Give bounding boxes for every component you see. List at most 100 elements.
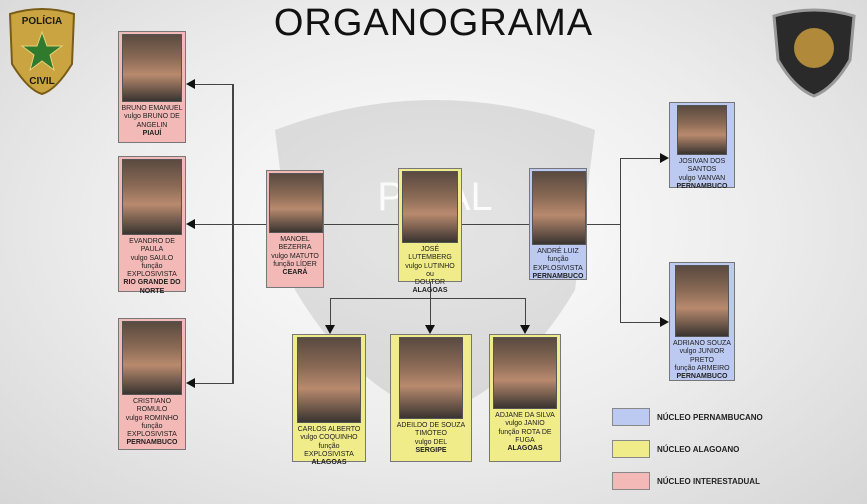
member-info: TIMÓTEO [415,430,447,438]
member-state: PERNAMBUCO [676,373,728,381]
legend-swatch-alagoano [612,440,650,458]
member-state: SERGIPE [415,446,447,454]
member-info: função EXPLOSIVISTA [304,442,354,458]
legend-label-interestadual: NÚCLEO INTERESTADUAL [657,477,760,486]
connector-line [195,383,233,384]
arrow-icon [425,325,435,334]
member-info: vulgo LUTINHO ou [405,262,455,278]
member-info: ANGELIN [136,121,168,129]
connector-line [620,158,660,159]
connector-line [620,158,621,323]
member-card-evandro[interactable]: EVANDRO DE PAULA vulgo SAULO função EXPL… [118,156,186,295]
member-name: JOSIVAN DOS [678,158,726,165]
member-card-adriano[interactable]: ADRIANO SOUZA vulgo JUNIOR PRETO função … [669,262,735,381]
member-state: PERNAMBUCO [532,272,584,280]
member-info: vulgo SAULO [130,254,174,262]
member-card-carlos[interactable]: CARLOS ALBERTO vulgo COQUINHO função EXP… [292,334,366,466]
member-name: ANDRÉ LUIZ [537,248,579,255]
connector-line [525,298,526,326]
mugshot-photo [675,265,729,337]
member-name: EVANDRO DE [129,238,175,245]
member-info: BEZERRA [278,244,312,252]
arrow-icon [186,219,195,229]
member-info: SANTOS [687,166,717,174]
member-state: ALAGOAS [311,459,347,467]
member-info: EXPLOSIVISTA [533,264,583,272]
member-info: função [547,256,569,264]
svg-text:CIVIL: CIVIL [29,76,55,87]
member-info: PRETO [690,356,714,364]
member-state: PERNAMBUCO [676,182,728,190]
member-info: vulgo DEL [414,438,448,446]
member-card-manoel[interactable]: MANOEL BEZERRA vulgo MATUTO função LÍDER… [266,170,324,288]
policia-civil-badge-icon: POLÍCIA CIVIL [8,8,76,96]
arrow-icon [186,378,195,388]
member-info: vulgo ROMINHO [125,414,179,422]
member-state: CEARÁ [282,269,308,277]
member-name: BRUNO EMANUEL [121,105,183,112]
member-state: PERNAMBUCO [126,439,178,447]
mugshot-photo [122,159,182,235]
member-card-josivan[interactable]: JOSIVAN DOS SANTOS vulgo VANVAN PERNAMBU… [669,102,735,190]
legend-label-alagoano: NÚCLEO ALAGOANO [657,445,740,454]
mugshot-photo [122,321,182,395]
mugshot-photo [399,337,463,419]
member-name: ADJANE DA SILVA [495,412,555,419]
mugshot-photo [493,337,557,409]
member-name: ADEILDO DE SOUZA [396,422,466,429]
mugshot-photo [532,171,586,245]
member-info: vulgo BRUNO DE [124,113,180,121]
member-info: função [141,422,163,430]
member-state: ALAGOAS [507,445,543,453]
member-info: vulgo JUNIOR [679,348,725,356]
member-info: DOUTOR [414,279,446,287]
member-info: função ROTA DE [498,428,552,436]
member-info: EXPLOSIVISTA [127,271,177,279]
member-info: vulgo JANIO [505,420,545,428]
member-info: FUGA [515,436,535,444]
arrow-icon [660,153,669,163]
connector-line [620,322,660,323]
member-name: ADRIANO SOUZA [673,340,731,347]
connector-line [430,298,431,326]
arrow-icon [325,325,335,334]
legend-swatch-pernambucano [612,408,650,426]
member-card-adjane[interactable]: ADJANE DA SILVA vulgo JANIO função ROTA … [489,334,561,462]
connector-line [430,282,431,298]
member-info: vulgo VANVAN [678,174,726,182]
pcal-shield-logo-icon [772,8,856,98]
member-card-bruno[interactable]: BRUNO EMANUEL vulgo BRUNO DE ANGELIN PIA… [118,31,186,143]
mugshot-photo [269,173,323,233]
connector-line [330,298,526,299]
mugshot-photo [297,337,361,423]
member-state: RIO GRANDE DO NORTE [123,279,181,295]
member-info: função [141,262,163,270]
member-info: ROMULO [136,406,168,414]
connector-line [195,84,233,85]
member-name: MANOEL [280,236,310,243]
member-info: função LÍDER [273,260,317,268]
member-name: JOSÉ LUTEMBERG [408,246,452,262]
member-info: PAULA [140,246,164,254]
member-info: vulgo MATUTO [271,252,319,260]
arrow-icon [520,325,530,334]
mugshot-photo [402,171,458,243]
mugshot-photo [677,105,727,155]
member-state: PIAUÍ [142,129,162,137]
arrow-icon [660,317,669,327]
member-card-andre[interactable]: ANDRÉ LUIZ função EXPLOSIVISTA PERNAMBUC… [529,168,587,280]
legend-label-pernambucano: NÚCLEO PERNAMBUCANO [657,413,763,422]
member-name: CRISTIANO [132,398,172,405]
connector-line [330,298,331,326]
member-name: CARLOS ALBERTO [297,426,361,433]
svg-text:POLÍCIA: POLÍCIA [22,14,63,27]
member-info: vulgo COQUINHO [300,434,358,442]
mugshot-photo [122,34,182,102]
member-info: EXPLOSIVISTA [127,431,177,439]
legend-swatch-interestadual [612,472,650,490]
member-state: ALAGOAS [412,287,448,295]
member-card-cristiano[interactable]: CRISTIANO ROMULO vulgo ROMINHO função EX… [118,318,186,450]
member-card-adeildo[interactable]: ADEILDO DE SOUZA TIMÓTEO vulgo DEL SERGI… [390,334,472,462]
member-card-jose[interactable]: JOSÉ LUTEMBERG vulgo LUTINHO ou DOUTOR A… [398,168,462,294]
member-info: função ARMEIRO [674,364,730,372]
